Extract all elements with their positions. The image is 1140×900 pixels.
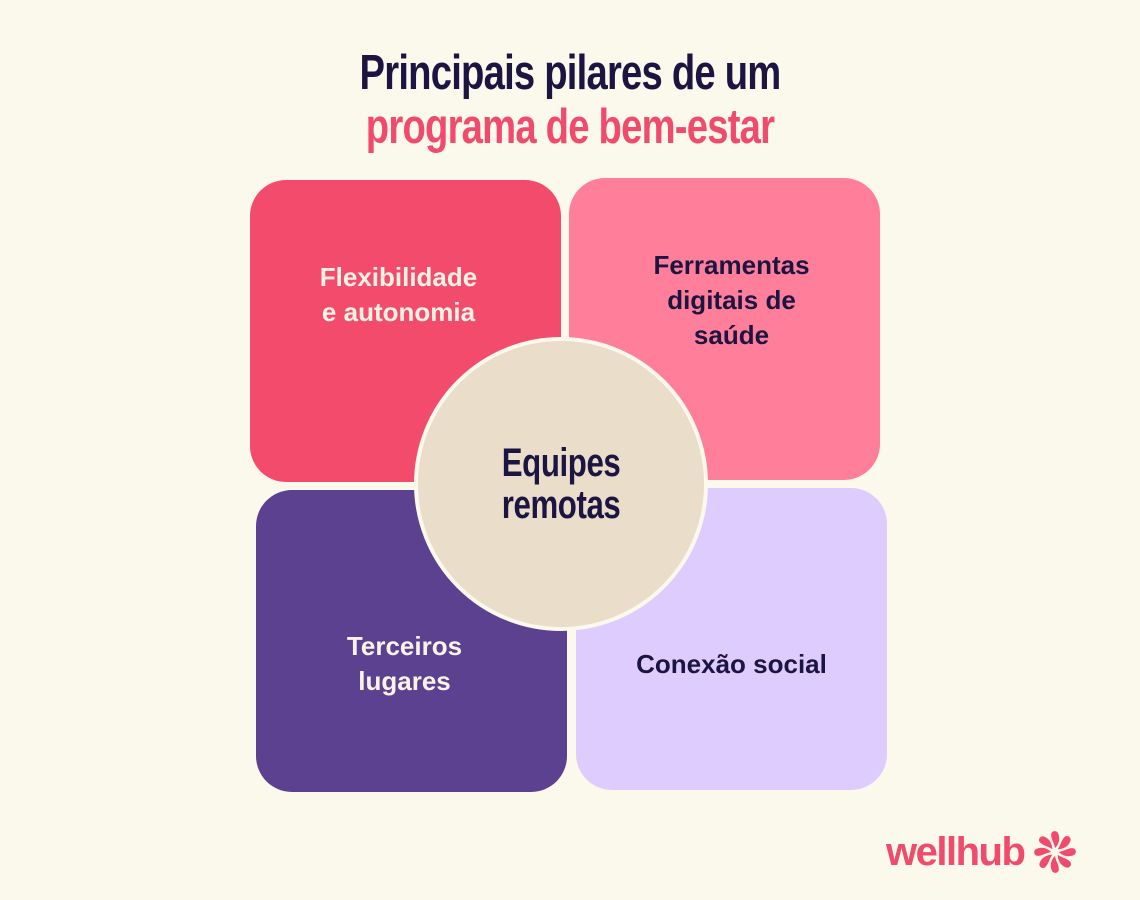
pillar-label: Ferramentas digitais de saúde [569, 248, 880, 353]
pillar-label-line: Terceiros [346, 631, 463, 661]
pillar-label-line: Flexibilidade [319, 262, 478, 292]
pillar-label-line: Conexão social [636, 649, 827, 679]
wellhub-logo: wellhub [886, 828, 1078, 876]
diagram-title: Principais pilares de um programa de bem… [0, 46, 1140, 154]
pillar-label: Conexão social [576, 647, 887, 682]
pillar-label: Terceiros lugares [256, 629, 567, 699]
pillar-label-line: saúde [693, 320, 770, 350]
pillar-flexibility-autonomy: Flexibilidade e autonomia [250, 180, 561, 482]
pillar-label-line: e autonomia [321, 297, 476, 327]
center-circle-remote-teams: Equipes remotas [414, 337, 708, 631]
swirl-flower-icon [1034, 831, 1077, 873]
center-label-line-1: Equipes [501, 441, 621, 485]
center-label: Equipes remotas [502, 442, 621, 526]
pillar-label-line: lugares [358, 666, 451, 696]
center-label-line-2: remotas [501, 483, 621, 527]
pillar-label-line: digitais de [667, 285, 796, 315]
pillar-label: Flexibilidade e autonomia [250, 260, 561, 330]
pillar-label-line: Ferramentas [653, 250, 810, 280]
title-line-2: programa de bem-estar [365, 100, 775, 154]
logo-wordmark: wellhub [886, 830, 1026, 874]
title-line-1: Principais pilares de um [359, 46, 782, 100]
